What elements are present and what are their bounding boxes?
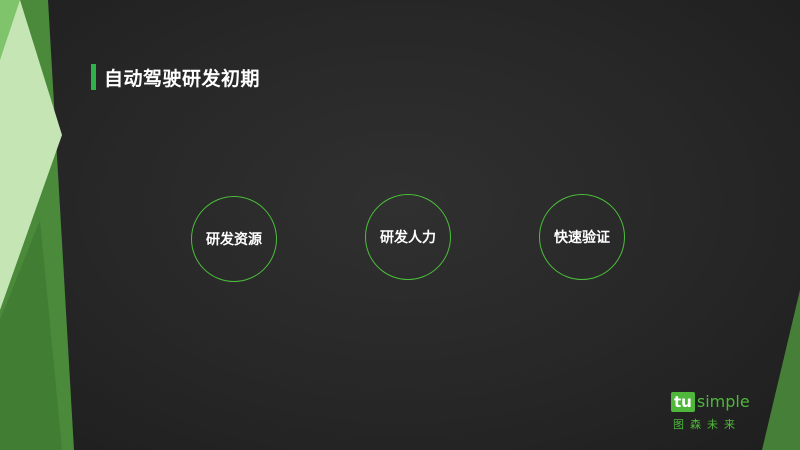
decor-right-corner [762, 290, 800, 450]
title-accent-bar [91, 64, 96, 90]
decor-light-green-triangle [0, 0, 62, 310]
circle-fast-validation: 快速验证 [539, 194, 625, 280]
logo-top-row: tu simple [671, 391, 751, 413]
circle-label: 研发人力 [380, 230, 436, 246]
logo-word: simple [696, 392, 750, 411]
decor-lower-green-shade [0, 220, 62, 450]
decor-mid-green-triangle [0, 0, 20, 60]
tusimple-logo: tu simple 图森未来 [671, 391, 751, 431]
circle-label: 研发资源 [206, 232, 262, 248]
circle-research-manpower: 研发人力 [365, 194, 451, 280]
circle-research-resources: 研发资源 [191, 196, 277, 282]
logo-mark: tu [671, 392, 695, 412]
circle-label: 快速验证 [554, 230, 610, 246]
title-block: 自动驾驶研发初期 [91, 64, 260, 90]
page-title: 自动驾驶研发初期 [104, 67, 261, 90]
logo-chinese-name: 图森未来 [673, 418, 741, 431]
